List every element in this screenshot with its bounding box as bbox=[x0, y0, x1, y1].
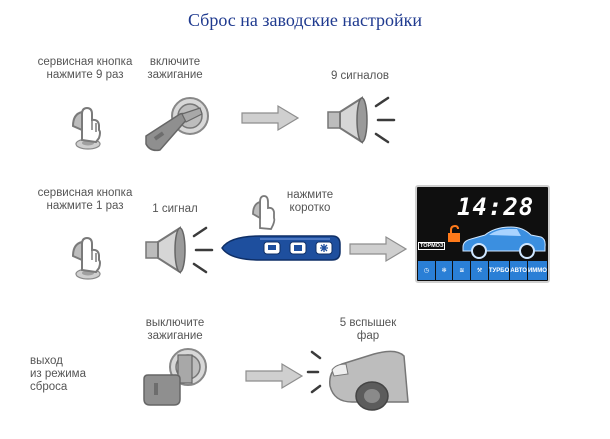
finger-press-icon bbox=[252, 195, 276, 230]
remote-fob-icon bbox=[221, 235, 341, 261]
fan-icon: ✻ bbox=[435, 261, 453, 280]
car-headlight-icon bbox=[306, 350, 409, 411]
arrow-right-icon bbox=[349, 235, 408, 263]
ignition-key-icon bbox=[145, 97, 209, 152]
padlock-icon bbox=[448, 224, 460, 242]
horn-icon bbox=[327, 96, 396, 144]
label-service-button-9: сервисная кнопка нажмите 9 раз bbox=[37, 56, 133, 81]
label-headlights: 5 вспышек фар bbox=[339, 317, 397, 342]
label-press-short: нажмите коротко bbox=[286, 189, 334, 214]
label-service-button-1: сервисная кнопка нажмите 1 раз bbox=[37, 187, 133, 212]
lcd-status-bar: ◷ ✻ ≋ ⚒ ТУРБО АВТО ИММО bbox=[418, 261, 547, 280]
clock-icon: ◷ bbox=[418, 261, 435, 280]
wrench-icon: ⚒ bbox=[471, 261, 488, 280]
arrow-right-icon bbox=[241, 104, 300, 132]
lcd-display: 14:28 ТОРМОЗ ◷ ✻ ≋ ⚒ ТУРБО АВТО ИММО bbox=[415, 185, 550, 283]
car-icon bbox=[462, 226, 546, 259]
lcd-cell-turbo: ТУРБО bbox=[488, 261, 510, 280]
lcd-brake-label: ТОРМОЗ bbox=[418, 242, 446, 250]
lcd-cell-immo: ИММО bbox=[527, 261, 547, 280]
finger-press-icon bbox=[71, 106, 101, 150]
label-1-signal: 1 сигнал bbox=[152, 203, 198, 215]
lcd-cell-auto: АВТО bbox=[510, 261, 527, 280]
lcd-time: 14:28 bbox=[457, 193, 535, 221]
page-title: Сброс на заводские настройки bbox=[187, 10, 423, 30]
label-ignition-off: выключите зажигание bbox=[145, 317, 205, 342]
heater-icon: ≋ bbox=[453, 261, 471, 280]
label-ignition-on: включите зажигание bbox=[147, 56, 203, 81]
arrow-right-icon bbox=[245, 362, 304, 390]
horn-icon bbox=[145, 226, 214, 274]
label-9-signals: 9 сигналов bbox=[330, 70, 390, 82]
finger-press-icon bbox=[71, 236, 101, 280]
label-exit-reset: выход из режима сброса bbox=[30, 355, 86, 393]
ignition-key-icon bbox=[143, 348, 207, 406]
